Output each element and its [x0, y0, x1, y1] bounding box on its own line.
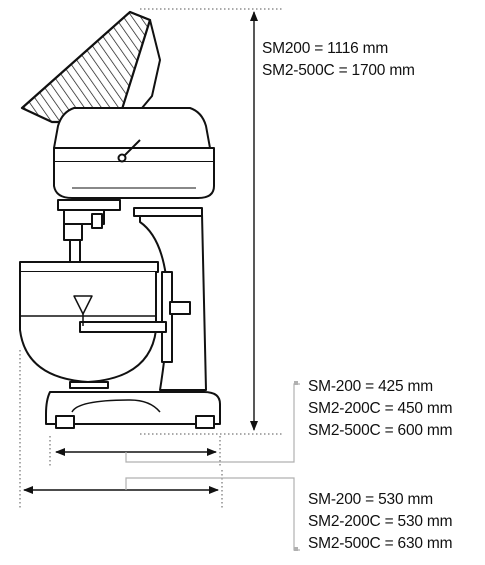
width-label-line: SM2-500C = 630 mm: [308, 535, 453, 552]
mixer-machine: [19, 10, 221, 429]
width-label-block: SM-200 = 530 mm SM2-200C = 530 mm SM2-50…: [308, 489, 453, 555]
height-label-line: SM200 = 1116 mm: [262, 40, 389, 57]
depth-label-line: SM2-500C = 600 mm: [308, 422, 453, 439]
leader-lines: [125, 381, 300, 551]
width-dimension: [19, 350, 223, 508]
motor-head: [53, 107, 215, 199]
height-label-block: SM200 = 1116 mm SM2-500C = 1700 mm: [262, 38, 415, 82]
mixer-base: [45, 391, 221, 429]
safety-guard: [20, 10, 161, 124]
depth-label-line: SM2-200C = 450 mm: [308, 400, 453, 417]
height-dimension: [140, 8, 282, 435]
mixer-column: [133, 207, 207, 391]
width-label-line: SM2-200C = 530 mm: [308, 513, 453, 530]
mixer-shaft: [57, 199, 121, 262]
depth-label-block: SM-200 = 425 mm SM2-200C = 450 mm SM2-50…: [308, 376, 453, 442]
mixing-bowl: [19, 261, 167, 389]
depth-label-line: SM-200 = 425 mm: [308, 378, 433, 395]
width-label-line: SM-200 = 530 mm: [308, 491, 433, 508]
depth-dimension: [49, 436, 221, 468]
height-label-line: SM2-500C = 1700 mm: [262, 62, 415, 79]
